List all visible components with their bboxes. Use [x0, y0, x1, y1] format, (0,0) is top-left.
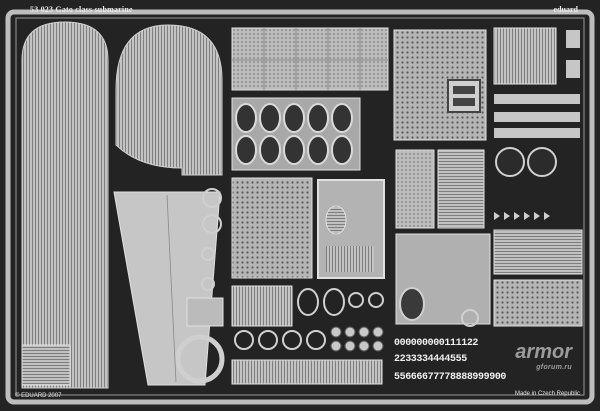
oval-holes: [235, 103, 353, 165]
small-circles-column: [201, 188, 222, 291]
grating-dividers: [232, 28, 388, 90]
fret-inner-border: [15, 17, 585, 396]
ladder-panel: [437, 149, 485, 229]
cabinet-grille: [326, 246, 374, 272]
deck-part-round: [115, 24, 223, 176]
lower-right-oval: [399, 287, 425, 321]
watermark-text: armor: [515, 341, 572, 363]
dotted-panel-mid: [231, 177, 313, 279]
fret-frame: [5, 9, 595, 405]
hatch-square-inner-1: [453, 86, 475, 94]
number-decal-row: 000000000111122: [394, 338, 479, 349]
watermark-subtext: gforum.ru: [536, 364, 572, 371]
lower-right-wheel: [461, 309, 479, 327]
bottom-left-parts: [21, 344, 71, 386]
watermark: armor gforum.ru: [515, 341, 572, 371]
cabinet-hatch: [325, 205, 347, 235]
bollard-panel: [231, 285, 293, 327]
mesh-panel: [395, 149, 435, 229]
rail-strips-bottom: [231, 359, 383, 385]
hatch-square: [447, 79, 481, 113]
round-hatches-right: [495, 147, 557, 177]
brand-logo-text: eduard: [553, 5, 578, 14]
bracket-part: [186, 297, 224, 327]
strip-parts: [493, 229, 583, 275]
grating-block-top: [231, 27, 389, 91]
rosette-parts: [330, 326, 384, 352]
copyright-text: © EDUARD 2007: [15, 393, 62, 399]
tab-parts-right: [494, 30, 580, 138]
tapered-plate-center-line: [166, 194, 177, 383]
deck-part-left: [21, 21, 109, 389]
hatch-square-inner-2: [453, 98, 475, 106]
triangle-parts: [494, 212, 550, 220]
number-decal-row: 2233334444555: [394, 354, 467, 365]
small-fittings: [493, 279, 583, 327]
fret-title: 53 023 Gato class submarine: [30, 5, 133, 14]
number-decal-row: 55666677778888999900: [394, 372, 507, 383]
large-ring: [175, 334, 225, 384]
origin-text: Made in Czech Republic: [514, 391, 580, 397]
cage-part: [493, 27, 557, 85]
ovals-lower: [234, 288, 384, 350]
